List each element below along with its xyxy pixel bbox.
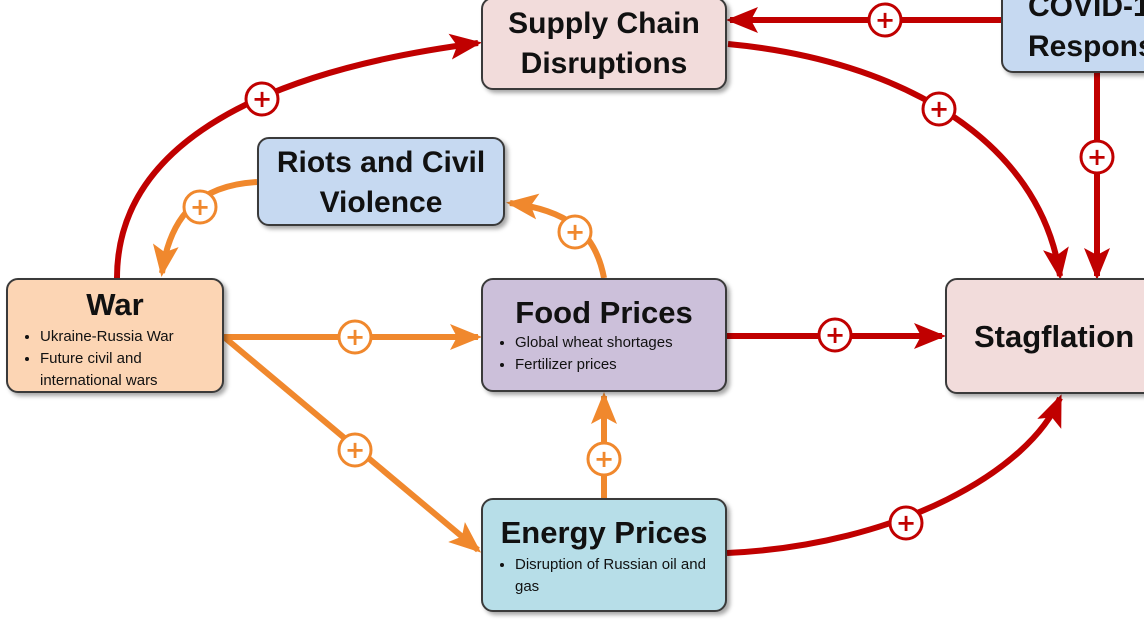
riots-civil-violence-node: Riots and Civil Violence xyxy=(257,137,505,226)
supply-chain-disruptions-node: Supply Chain Disruptions xyxy=(481,0,727,90)
polarity-badge-war-to-food: + xyxy=(337,319,373,355)
food-bullet: Global wheat shortages xyxy=(515,332,725,354)
polarity-badge-war-to-supply: + xyxy=(244,81,280,117)
energy-prices-node: Energy Prices Disruption of Russian oil … xyxy=(481,498,727,612)
food-prices-title: Food Prices xyxy=(515,295,693,330)
food-bullets: Global wheat shortages Fertilizer prices xyxy=(483,332,725,376)
polarity-circle xyxy=(337,432,373,468)
polarity-badge-supply-to-stag: + xyxy=(921,91,957,127)
riots-civil-violence-title: Riots and Civil Violence xyxy=(276,146,486,219)
polarity-circle xyxy=(921,91,957,127)
polarity-sign: + xyxy=(345,323,365,351)
covid-response-title: COVID-1 Respons xyxy=(1028,0,1144,63)
food-bullet: Fertilizer prices xyxy=(515,354,725,376)
war-node: War Ukraine-Russia War Future civil and … xyxy=(6,278,224,393)
polarity-sign: + xyxy=(929,95,949,123)
food-prices-node: Food Prices Global wheat shortages Ferti… xyxy=(481,278,727,392)
polarity-sign: + xyxy=(825,321,845,349)
polarity-badge-war-to-energy: + xyxy=(337,432,373,468)
polarity-circle xyxy=(1079,139,1115,175)
polarity-badge-covid-to-supply: + xyxy=(867,2,903,38)
energy-bullets: Disruption of Russian oil and gas xyxy=(483,554,725,598)
covid-response-node: COVID-1 Respons xyxy=(1001,0,1144,73)
polarity-sign: + xyxy=(345,436,365,464)
polarity-circle xyxy=(182,189,218,225)
energy-bullet: Disruption of Russian oil and gas xyxy=(515,554,725,598)
polarity-circle xyxy=(557,214,593,250)
polarity-circle xyxy=(817,317,853,353)
polarity-circle xyxy=(337,319,373,355)
polarity-circle xyxy=(888,505,924,541)
stagflation-node: Stagflation xyxy=(945,278,1144,394)
polarity-sign: + xyxy=(875,6,895,34)
polarity-sign: + xyxy=(565,218,585,246)
polarity-sign: + xyxy=(594,445,614,473)
link-war-to-supply xyxy=(114,33,482,279)
polarity-circle xyxy=(586,441,622,477)
war-bullet: Future civil and international wars xyxy=(40,348,222,392)
link-energy-to-stag xyxy=(726,394,1063,556)
war-title: War xyxy=(86,287,144,322)
polarity-sign: + xyxy=(1087,143,1107,171)
polarity-badge-covid-to-stag: + xyxy=(1079,139,1115,175)
polarity-circle xyxy=(244,81,280,117)
polarity-badge-riots-to-war: + xyxy=(182,189,218,225)
war-bullet: Ukraine-Russia War xyxy=(40,326,222,348)
polarity-badge-food-to-riots: + xyxy=(557,214,593,250)
polarity-badge-energy-to-stag: + xyxy=(888,505,924,541)
polarity-sign: + xyxy=(896,509,916,537)
polarity-sign: + xyxy=(252,85,272,113)
stagflation-title: Stagflation xyxy=(974,319,1135,354)
energy-prices-title: Energy Prices xyxy=(500,515,708,550)
links: + + + + + + + + + + + xyxy=(114,2,1115,556)
polarity-badge-food-to-stag: + xyxy=(817,317,853,353)
war-bullets: Ukraine-Russia War Future civil and inte… xyxy=(8,326,222,392)
supply-chain-disruptions-title: Supply Chain Disruptions xyxy=(508,7,700,80)
polarity-badge-energy-to-food: + xyxy=(586,441,622,477)
polarity-sign: + xyxy=(190,193,210,221)
polarity-circle xyxy=(867,2,903,38)
link-supply-to-stag xyxy=(727,41,1069,280)
